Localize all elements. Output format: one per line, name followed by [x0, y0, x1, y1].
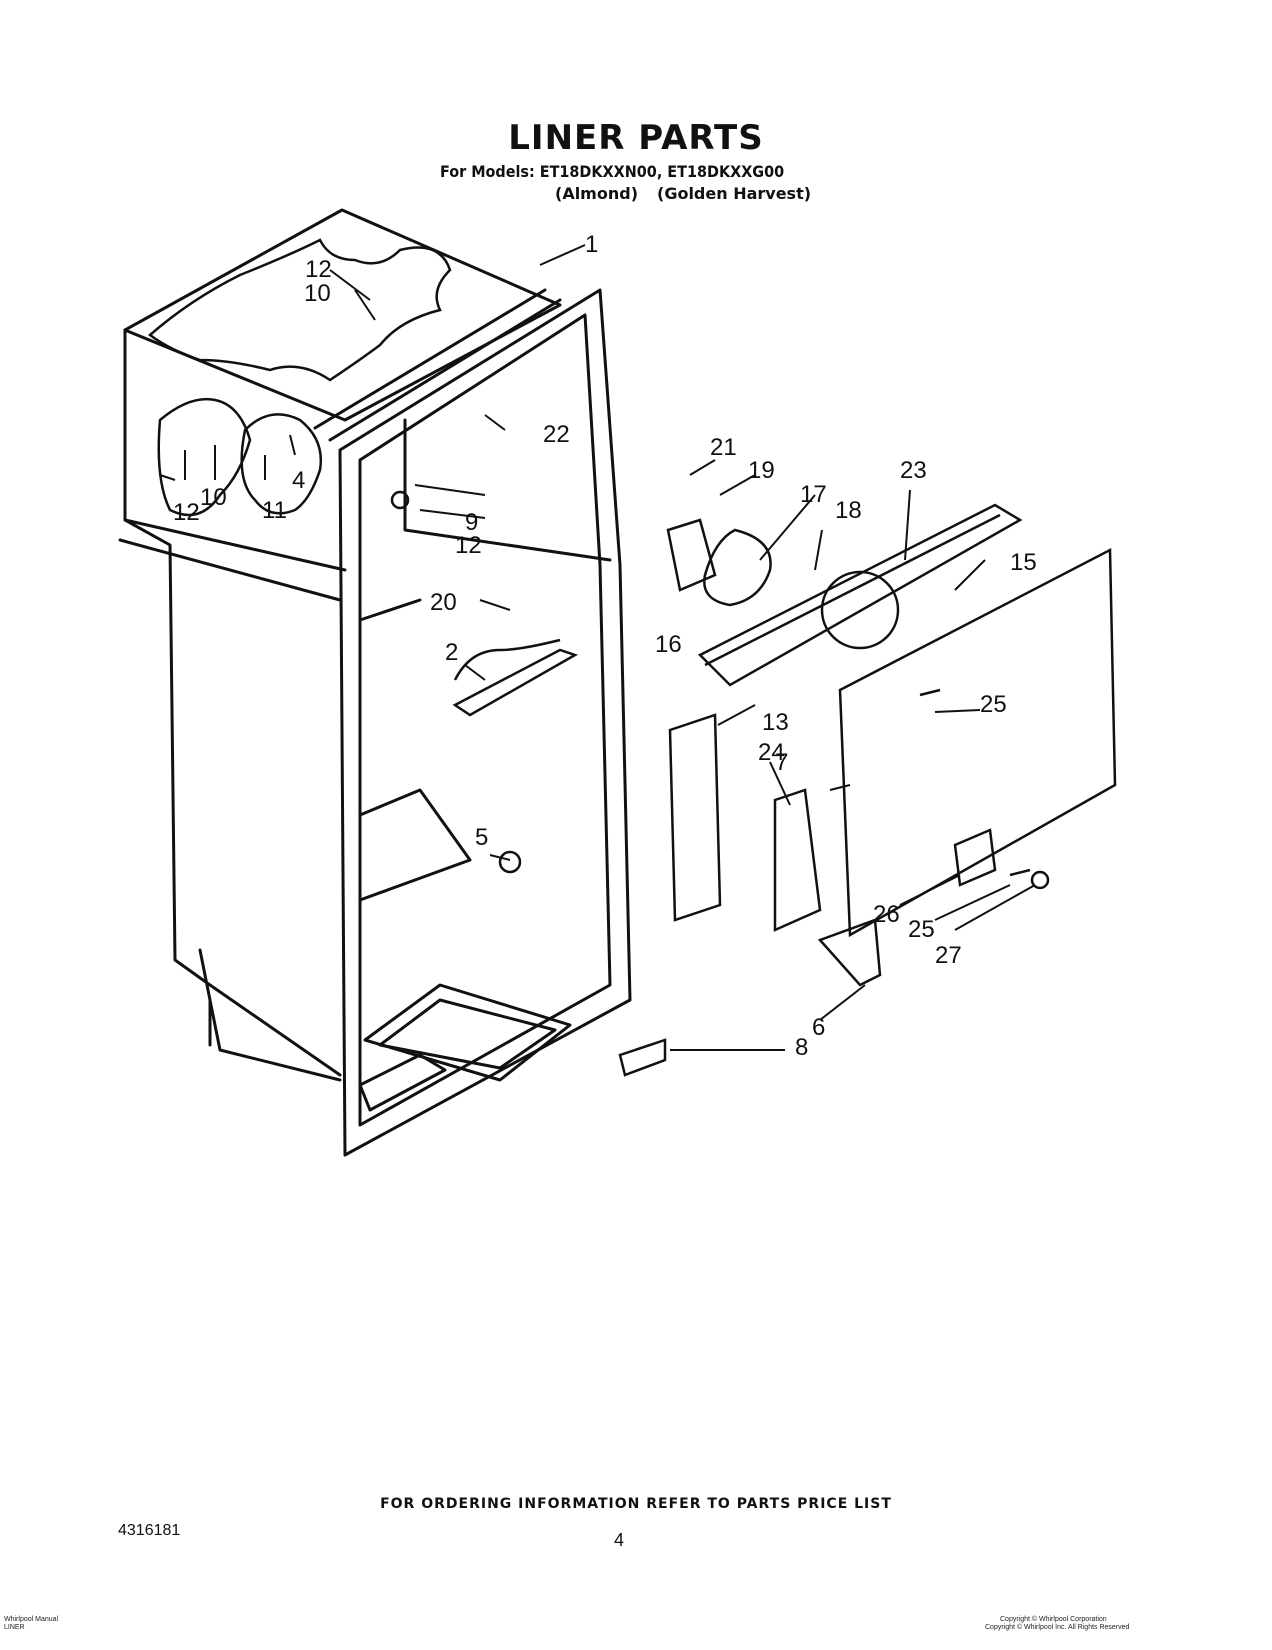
copyright-line-1: Copyright © Whirlpool Corporation	[1000, 1616, 1107, 1623]
callout-25-right: 25	[980, 691, 1007, 718]
callout-17: 17	[800, 481, 827, 508]
callout-18: 18	[835, 497, 862, 524]
callout-22: 22	[543, 421, 570, 448]
callout-13: 13	[762, 709, 789, 736]
callout-1: 1	[585, 231, 598, 258]
callout-11: 11	[262, 497, 287, 524]
callout-6: 6	[812, 1014, 825, 1041]
callout-7: 7	[775, 749, 788, 776]
callout-27: 27	[935, 942, 962, 969]
small-left-line-2: LINER	[4, 1624, 25, 1631]
callout-25-lower: 25	[908, 916, 935, 943]
callout-21: 21	[710, 434, 737, 461]
callout-10-left: 10	[200, 484, 227, 511]
callout-2: 2	[445, 639, 458, 666]
callout-19: 19	[748, 457, 775, 484]
insulation-cutouts	[148, 238, 452, 517]
callout-4: 4	[292, 467, 305, 494]
callout-24: 24	[758, 739, 785, 766]
color-almond: (Almond)	[555, 184, 638, 203]
page-number: 4	[614, 1530, 625, 1550]
callout-9: 9	[465, 509, 478, 536]
color-golden-harvest: (Golden Harvest)	[657, 184, 812, 203]
page-title: LINER PARTS	[508, 118, 764, 158]
callout-16: 16	[655, 631, 682, 658]
small-left-line-1: Whirlpool Manual	[4, 1616, 59, 1623]
copyright-line-2: Copyright © Whirlpool Inc. All Rights Re…	[985, 1624, 1130, 1631]
evaporator-parts	[390, 490, 1117, 1077]
leader-lines	[159, 244, 1036, 1051]
callout-5: 5	[475, 824, 488, 851]
callout-26: 26	[873, 901, 900, 928]
liner-cabinet-outline	[118, 208, 632, 1157]
model-numbers: For Models: ET18DKXXN00, ET18DKXXG00	[440, 162, 785, 181]
callout-8: 8	[795, 1034, 808, 1061]
callout-12-mid: 12	[455, 532, 482, 559]
callout-12-left: 12	[173, 499, 200, 526]
ordering-note: FOR ORDERING INFORMATION REFER TO PARTS …	[380, 1496, 892, 1512]
callout-23: 23	[900, 457, 927, 484]
part-number: 4316181	[118, 1522, 181, 1539]
callout-labels: 1 2 4 5 6 7 8 9 10 10 11 12 12 12 22 13 …	[173, 231, 1037, 1061]
callout-20: 20	[430, 589, 457, 616]
callout-12-top: 12	[305, 256, 332, 283]
callout-10-top: 10	[304, 280, 331, 307]
callout-15: 15	[1010, 549, 1037, 576]
